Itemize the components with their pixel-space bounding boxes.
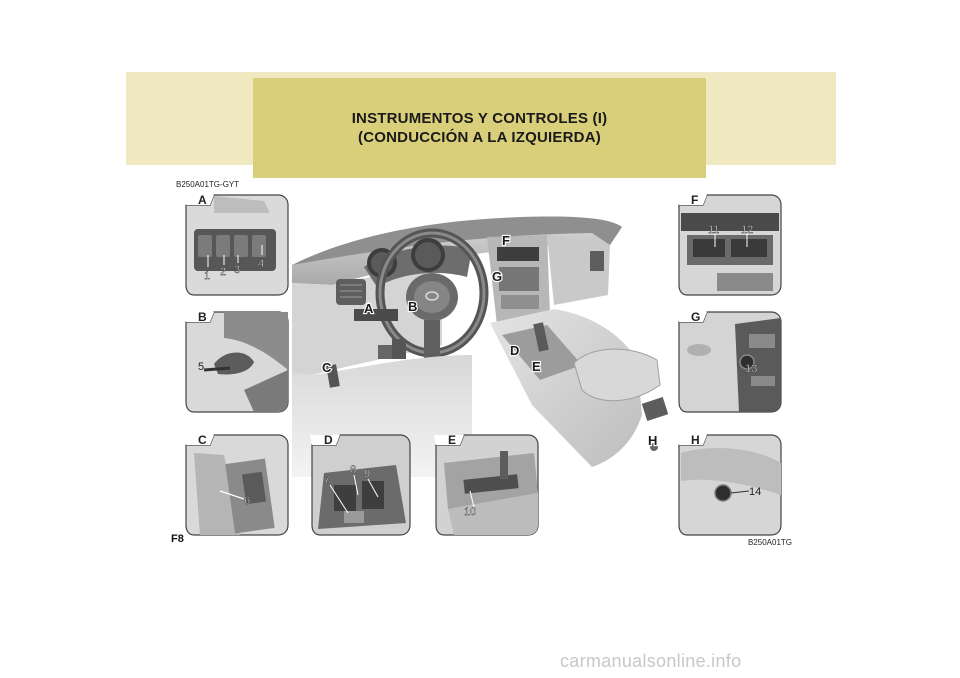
main-label-e: E bbox=[532, 359, 541, 374]
figure-code-bottom: B250A01TG bbox=[748, 538, 793, 547]
panel-a-number-2: 2 bbox=[220, 266, 226, 278]
panel-g: G 13 bbox=[677, 310, 783, 414]
main-label-a: A bbox=[364, 301, 374, 316]
main-label-b: B bbox=[408, 299, 417, 314]
main-label-f: F bbox=[502, 233, 510, 248]
main-label-h: H bbox=[648, 433, 657, 448]
panel-e-number-10: 10 bbox=[464, 506, 476, 518]
panel-g-letter: G bbox=[691, 310, 700, 324]
panel-b: B 5 bbox=[184, 310, 290, 414]
panel-h-letter: H bbox=[691, 433, 700, 447]
panel-f-letter: F bbox=[691, 193, 698, 207]
main-label-d: D bbox=[510, 343, 519, 358]
page-number: F8 bbox=[171, 533, 184, 545]
panel-b-number-5: 5 bbox=[198, 361, 204, 373]
panel-a: A 1 2 3 4 bbox=[184, 193, 290, 297]
panel-f-number-12: 12 bbox=[741, 224, 753, 236]
panel-c-number-6: 6 bbox=[244, 495, 250, 507]
main-label-c: C bbox=[322, 360, 332, 375]
watermark: carmanualsonline.info bbox=[560, 651, 742, 671]
page-title-line2: (CONDUCCIÓN A LA IZQUIERDA) bbox=[358, 129, 601, 146]
figure-code-top: B250A01TG-GYT bbox=[176, 180, 240, 189]
panel-a-number-1: 1 bbox=[204, 270, 210, 282]
panel-c-letter: C bbox=[198, 433, 207, 447]
panel-h-number-14: 14 bbox=[749, 486, 761, 498]
dashboard-illustration: A B C D E F G H bbox=[292, 205, 668, 477]
panel-e-letter: E bbox=[448, 433, 456, 447]
panel-d-number-7: 7 bbox=[324, 474, 330, 486]
page-title-line1: INSTRUMENTOS Y CONTROLES (I) bbox=[351, 110, 608, 127]
panel-f: F 11 12 bbox=[677, 193, 783, 297]
panel-a-letter: A bbox=[198, 193, 207, 207]
panel-b-letter: B bbox=[198, 310, 207, 324]
title-box: INSTRUMENTOS Y CONTROLES (I) (CONDUCCIÓN… bbox=[253, 78, 706, 178]
panel-g-number-13: 13 bbox=[745, 363, 757, 375]
panel-d-letter: D bbox=[324, 433, 333, 447]
panel-e: E 10 bbox=[434, 433, 540, 537]
panel-a-number-4: 4 bbox=[258, 258, 264, 270]
main-label-g: G bbox=[492, 269, 502, 284]
panel-a-number-3: 3 bbox=[234, 264, 240, 276]
panel-d-number-8: 8 bbox=[350, 464, 356, 476]
panel-c: C 6 bbox=[184, 433, 290, 537]
panel-d: D 7 8 9 bbox=[310, 433, 412, 537]
panel-f-number-11: 11 bbox=[708, 224, 719, 236]
panel-h: H 14 bbox=[677, 433, 783, 537]
panel-d-number-9: 9 bbox=[364, 468, 370, 480]
